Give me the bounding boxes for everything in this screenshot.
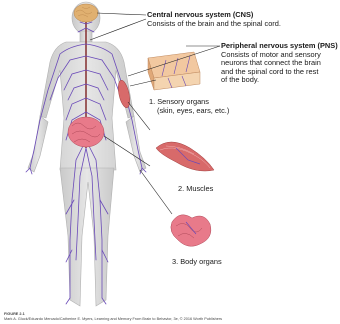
brain <box>74 4 98 22</box>
muscles-label: 2. Muscles <box>178 185 213 194</box>
sensory-organs-examples: (skin, eyes, ears, etc.) <box>149 107 229 116</box>
pns-description-line: of the body. <box>221 76 338 85</box>
cns-label: Central nervous system (CNS) Consists of… <box>147 11 281 28</box>
figure-caption: FIGURE 2.1 Mark A. Gluck/Eduardo Mercado… <box>4 312 222 321</box>
cns-description: Consists of the brain and the spinal cor… <box>147 20 281 29</box>
muscles-title: 2. Muscles <box>178 185 213 194</box>
body-organs-title: 3. Body organs <box>172 258 222 267</box>
organ-sample <box>171 215 211 246</box>
pns-label: Peripheral nervous system (PNS) Consists… <box>221 42 338 85</box>
sensory-organs-label: 1. Sensory organs (skin, eyes, ears, etc… <box>149 98 229 115</box>
figure-credit: Mark A. Gluck/Eduardo Mercado/Catherine … <box>4 317 222 322</box>
skin-sample <box>148 52 200 90</box>
body-organs-label: 3. Body organs <box>172 258 222 267</box>
muscle-sample <box>156 142 214 171</box>
intestines <box>68 117 104 147</box>
